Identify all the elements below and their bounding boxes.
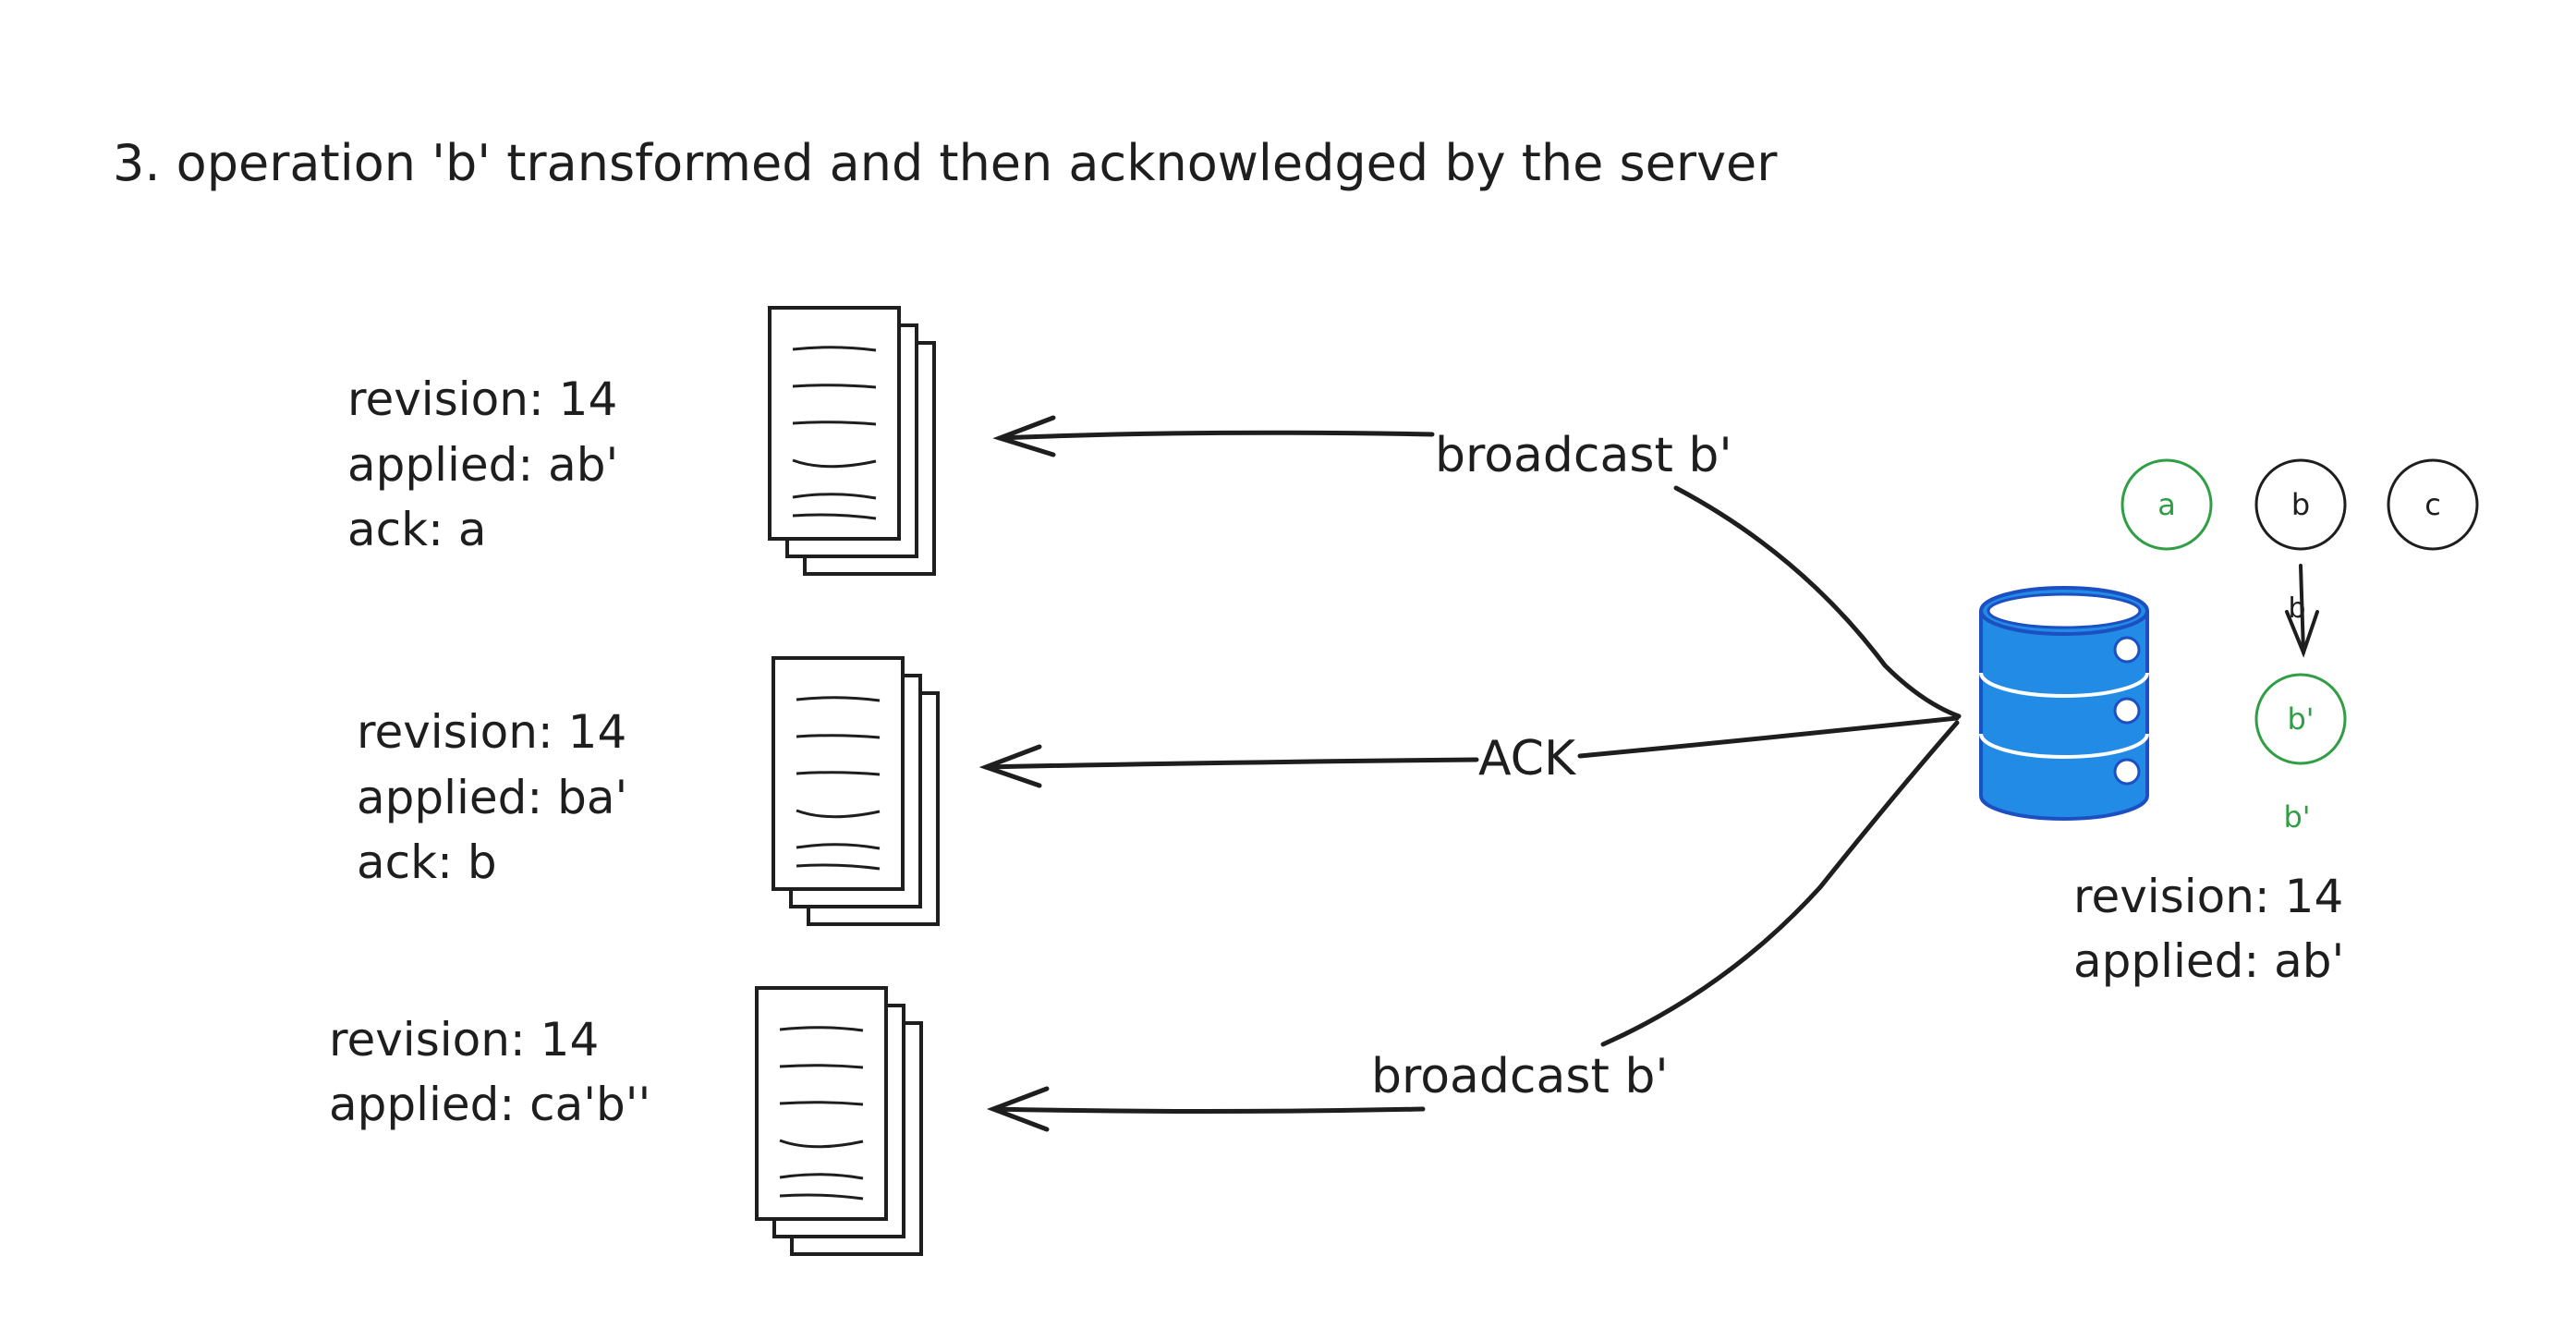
client-2-applied: applied: ba' — [357, 771, 627, 824]
client-3-state: revision: 14 applied: ca'b'' — [329, 1013, 650, 1131]
edge-top — [992, 415, 1962, 719]
server-op-c-label: c — [2424, 487, 2441, 522]
client-1-applied: applied: ab' — [347, 438, 618, 492]
client-1-document-icon — [768, 306, 936, 576]
server-op-b-prime-caption: b' — [2283, 799, 2310, 835]
server-op-b-prime: b' — [2254, 673, 2347, 765]
client-1-revision: revision: 14 — [347, 372, 617, 426]
edge-bottom — [986, 720, 1960, 1132]
edge-top-upper-segment — [997, 430, 1435, 441]
client-1-ack: ack: a — [347, 503, 486, 556]
client-2-document-icon — [772, 656, 940, 926]
edge-top-arrowhead — [992, 415, 1056, 457]
server-applied: applied: ab' — [2073, 934, 2344, 988]
client-2-state: revision: 14 applied: ba' ack: b — [357, 705, 627, 889]
client-3-applied: applied: ca'b'' — [329, 1078, 650, 1131]
client-2-ack: ack: b — [357, 835, 497, 889]
server-op-a-label: a — [2157, 487, 2176, 522]
edge-middle-arrowhead — [978, 744, 1042, 788]
client-1-state: revision: 14 applied: ab' ack: a — [347, 372, 618, 556]
edge-bottom-upper-segment — [1600, 720, 1960, 1047]
server-op-a: a — [2120, 458, 2213, 551]
database-icon — [1979, 586, 2149, 821]
transform-arrow — [2285, 564, 2319, 658]
client-3-document-icon — [755, 986, 923, 1256]
server-op-c: c — [2387, 458, 2479, 551]
server-op-b-label: b — [2291, 487, 2310, 522]
transform-arrow-label: b — [2288, 592, 2305, 625]
diagram-title: 3. operation 'b' transformed and then ac… — [113, 134, 1778, 192]
edge-middle — [978, 715, 1960, 788]
server-op-b: b — [2254, 458, 2347, 551]
edge-middle-label: ACK — [1478, 731, 1577, 786]
server-state: revision: 14 applied: ab' — [2073, 870, 2344, 988]
edge-middle-right-segment — [1577, 715, 1960, 759]
client-2-revision: revision: 14 — [357, 705, 626, 759]
client-3-revision: revision: 14 — [329, 1013, 599, 1067]
edge-bottom-arrowhead — [986, 1086, 1050, 1132]
edge-top-label: broadcast b' — [1435, 428, 1732, 483]
server-op-b-prime-label: b' — [2287, 701, 2314, 737]
edge-middle-left-segment — [983, 757, 1479, 770]
server-revision: revision: 14 — [2073, 870, 2343, 923]
edge-bottom-label: broadcast b' — [1371, 1049, 1669, 1104]
edge-bottom-lower-segment — [990, 1106, 1426, 1114]
edge-top-lower-segment — [1673, 485, 1962, 719]
